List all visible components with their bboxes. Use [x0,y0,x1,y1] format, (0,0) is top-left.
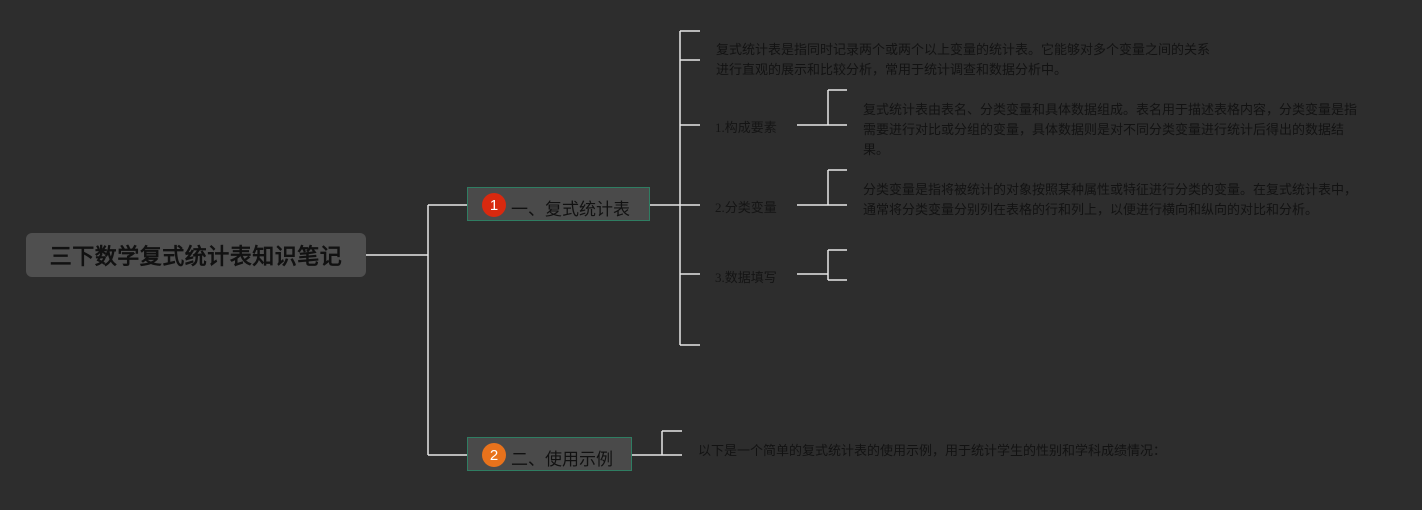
components-detail-note[interactable]: 复式统计表由表名、分类变量和具体数据组成。表名用于描述表格内容，分类变量是指需要… [863,103,1358,158]
root-topic[interactable]: 三下数学复式统计表知识笔记 [26,233,366,277]
subtopic-categorical-variable[interactable]: 2.分类变量 [715,200,777,215]
subtopic-data-entry[interactable]: 3.数据填写 [715,270,777,285]
priority-2-badge: 2 [482,443,506,467]
usage-example-note[interactable]: 以下是一个简单的复式统计表的使用示例，用于统计学生的性别和学科成绩情况： [698,444,1167,459]
subtopic-components[interactable]: 1.构成要素 [715,120,777,135]
branch-compound-table-label: 一、复式统计表 [511,200,630,220]
priority-1-badge: 1 [482,193,506,217]
branch-compound-table[interactable]: 1 一、复式统计表 [467,187,650,221]
root-topic-label: 三下数学复式统计表知识笔记 [49,245,343,270]
definition-note[interactable]: 复式统计表是指同时记录两个或两个以上变量的统计表。它能够对多个变量之间的关系进行… [716,43,1211,78]
branch-usage-example-label: 二、使用示例 [511,450,613,470]
categorical-variable-detail-note[interactable]: 分类变量是指将被统计的对象按照某种属性或特征进行分类的变量。在复式统计表中，通常… [863,183,1358,218]
branch-usage-example[interactable]: 2 二、使用示例 [467,437,632,471]
